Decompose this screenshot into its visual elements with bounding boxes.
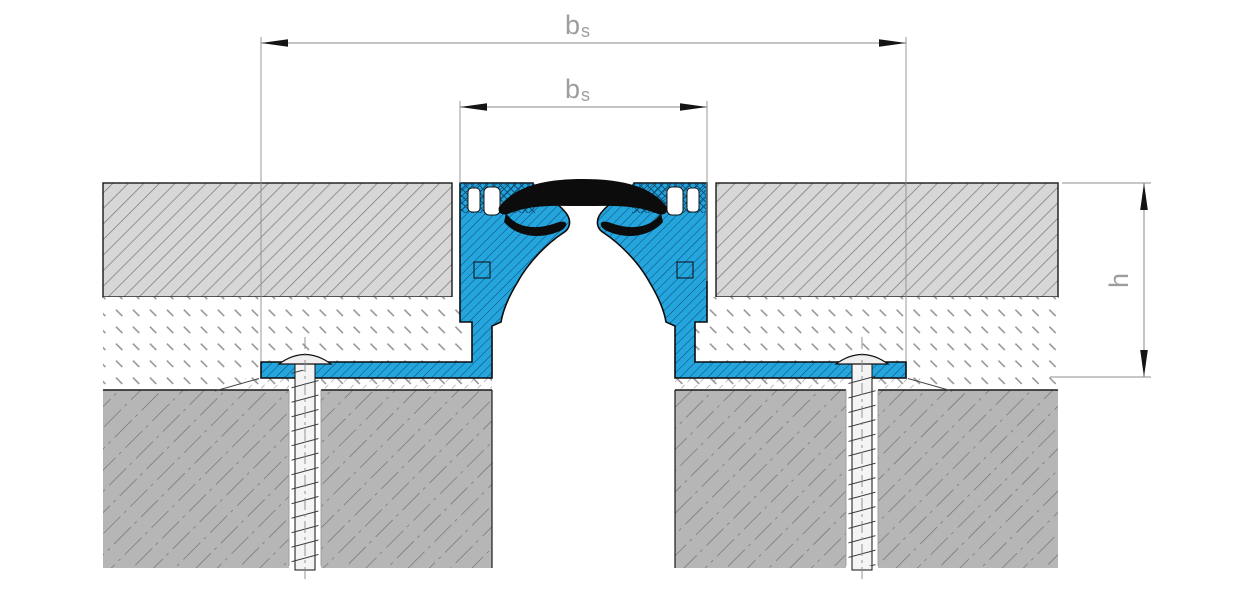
rubber-hook-right xyxy=(600,213,663,236)
arrow-down-icon xyxy=(1140,350,1148,377)
inner-width-label: bs xyxy=(565,74,591,105)
screw-head-left xyxy=(277,353,333,365)
rubber-hook-left xyxy=(504,213,567,236)
height-label: h xyxy=(1104,272,1134,288)
rubber-band xyxy=(498,179,668,215)
screw-head-right xyxy=(834,353,890,365)
profile-insert-slots xyxy=(467,186,700,216)
dimension-inner-bs: bs xyxy=(459,74,708,281)
outer-width-label: bs xyxy=(565,10,591,41)
dimension-outer-bs: bs xyxy=(260,10,907,361)
tile-covering-right xyxy=(715,182,1059,298)
fixing-screw-right xyxy=(834,337,890,582)
fixing-screw-left xyxy=(277,337,333,582)
rubber-insert xyxy=(498,179,668,236)
arrow-up-icon xyxy=(1140,183,1148,210)
arrow-right-icon xyxy=(680,103,707,111)
tile-covering-left xyxy=(102,182,453,298)
arrow-left-icon xyxy=(460,103,487,111)
arrow-left-icon xyxy=(261,39,288,47)
joint-gap-walls xyxy=(491,390,676,568)
mortar-ramp-lines xyxy=(214,378,953,392)
arrow-right-icon xyxy=(879,39,906,47)
profile-channel-details xyxy=(473,261,694,279)
dimension-height-h: h xyxy=(1050,182,1151,378)
